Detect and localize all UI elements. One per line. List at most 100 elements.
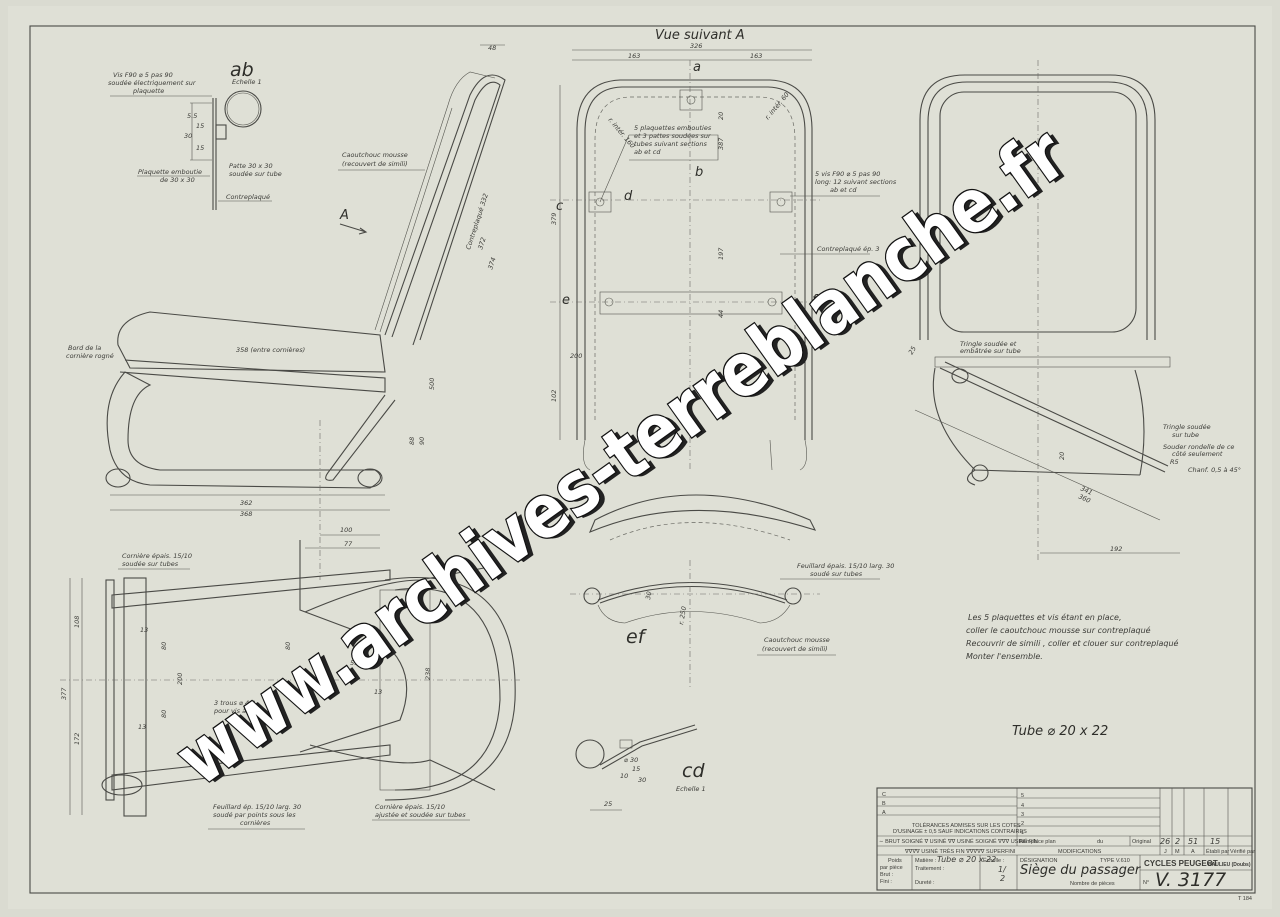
side-view: 48 Caoutchouc mousse (recouvert de simil… <box>66 44 506 580</box>
note: pour vis à bois <box>213 707 262 715</box>
designation-label: DÉSIGNATION <box>1020 857 1058 864</box>
note: soudée électriquement sur <box>108 79 197 87</box>
dim: 368 <box>240 510 252 518</box>
note: embâtrée sur tube <box>960 347 1021 355</box>
detail-ab-scale: Echelle 1 <box>232 78 262 86</box>
dim: 25 <box>907 345 918 356</box>
revision-number: 2 <box>1021 821 1024 827</box>
paper-inner <box>8 6 1272 909</box>
dim: r. 250 <box>677 606 688 626</box>
date-header: M <box>1175 849 1180 855</box>
type-label: TYPE V.610 <box>1100 858 1130 864</box>
section-cd-scale: Echelle 1 <box>676 785 706 793</box>
company-location: BAULIEU (Doubs) <box>1208 862 1251 868</box>
note: côté seulement <box>1172 450 1223 458</box>
dim: 90 <box>418 437 426 445</box>
replace-label: Remplace plan <box>1019 839 1056 845</box>
note: soudée sur tube <box>229 170 282 178</box>
poids-label: par pièce <box>880 865 903 871</box>
note-line: Monter l'ensemble. <box>966 652 1043 661</box>
note: Tringle soudée et <box>960 340 1017 348</box>
revision-number: 5 <box>1021 793 1024 799</box>
section-mark-c: c <box>556 199 563 214</box>
dim: 362 <box>240 499 252 507</box>
dim: 377 <box>60 687 68 700</box>
note: Caoutchouc mousse <box>342 151 408 159</box>
plan-view: 377 108 172 200 80 80 13 13 80 59 13 238… <box>60 540 520 830</box>
traitement-label: Traitement : <box>915 866 945 872</box>
dim: 25 <box>604 800 612 808</box>
dim: 500 <box>428 378 436 390</box>
dim: 387 <box>717 137 725 150</box>
note: sur tube <box>1172 431 1199 439</box>
note: cornières <box>240 819 271 827</box>
note: ab et cd <box>634 148 661 156</box>
dim: 44 <box>717 310 725 318</box>
echelle-value: 1/ <box>998 865 1007 874</box>
durete-label: Dureté : <box>915 880 935 886</box>
general-notes: Les 5 plaquettes et vis étant en place, … <box>966 612 1179 739</box>
note-line: coller le caoutchouc mousse sur contrepl… <box>966 625 1151 635</box>
dim: 13 <box>140 626 148 634</box>
drawing-border <box>29 25 1256 894</box>
note: et 3 pattes soudées sur <box>634 132 712 140</box>
note-line: Les 5 plaquettes et vis étant en place, <box>968 612 1121 622</box>
section-cd-title: cd <box>682 760 705 782</box>
note: long: 12 suivant sections <box>815 178 897 186</box>
section-mark-f: f <box>812 293 819 308</box>
dim: ⌀ 30 <box>624 756 638 764</box>
dim: 20 <box>1058 452 1066 460</box>
revision-number: 1 <box>1021 830 1024 836</box>
dim: 192 <box>1110 545 1122 553</box>
dim: 163 <box>628 52 640 60</box>
drawing-number: V. 3177 <box>1155 869 1226 891</box>
dim: 358 (entre cornières) <box>236 346 305 354</box>
section-mark-a: a <box>693 60 701 75</box>
note: Tringle soudée <box>1163 423 1211 431</box>
note: (recouvert de simili) <box>342 160 408 168</box>
dim: 238 <box>424 668 432 680</box>
dim: 15 <box>196 122 204 130</box>
note: 3 trous ⌀ 4,2 <box>214 699 255 707</box>
note: Contreplaqué ép. 3 <box>817 245 879 253</box>
designation-value: Siège du passager <box>1020 863 1142 878</box>
dim: 48 <box>488 44 496 52</box>
tolerance-text: D'USINAGE ± 0,5 SAUF INDICATIONS CONTRAI… <box>893 829 1027 835</box>
dim: 30 <box>184 132 192 140</box>
dim: 326 <box>690 42 702 50</box>
note: ab et cd <box>830 186 857 194</box>
note: tubes suivant sections <box>634 140 708 148</box>
dim: 30 <box>638 776 646 784</box>
note: plaquette <box>132 87 164 95</box>
note: soudé par points sous les <box>213 811 296 819</box>
date-month: 2 <box>1175 837 1180 846</box>
date-header: A <box>1191 849 1195 855</box>
nombre-pieces-label: Nombre de pièces <box>1070 881 1115 887</box>
dim: 15 <box>632 765 640 773</box>
poids-label: Poids <box>888 858 902 864</box>
note: Feuillard épais. 15/10 larg. 30 <box>797 562 894 570</box>
note: soudé sur tubes <box>810 570 863 578</box>
note: Souder rondelle de ce <box>1163 443 1234 451</box>
tolerance-text: ∇∇∇∇ USINÉ TRÈS FIN ∇∇∇∇∇ SUPERFINI <box>904 848 1016 855</box>
du-label: du <box>1097 839 1103 845</box>
dim: 80 <box>160 642 168 650</box>
dim: 100 <box>340 526 352 534</box>
section-cd: cd Echelle 1 10 15 30 25 ⌀ 30 <box>575 724 706 811</box>
dim: 163 <box>750 52 762 60</box>
company-name: CYCLES PEUGEOT <box>1144 859 1218 868</box>
date-year: 51 <box>1188 837 1198 846</box>
date-header: Vérifié par <box>1230 849 1255 855</box>
dim: 88 <box>408 437 416 445</box>
tolerance-text: ∼ BRUT SOIGNÉ ∇ USINÉ ∇∇ USINÉ SOIGNÉ ∇∇… <box>879 838 1038 845</box>
dim: 30 <box>644 591 653 601</box>
note: (recouvert de simili) <box>762 645 828 653</box>
date-header: Établi par <box>1206 848 1229 855</box>
right-view: 341 360 192 25 R5 20 Tringle soudée et e… <box>907 60 1241 560</box>
dim: R5 <box>1170 458 1179 466</box>
dim: 372 <box>476 236 487 250</box>
dim: 59 <box>350 659 358 667</box>
note: Cornière épais. 15/10 <box>122 552 192 560</box>
date-signature: 15 <box>1210 837 1220 846</box>
note: de 30 x 30 <box>160 176 195 184</box>
